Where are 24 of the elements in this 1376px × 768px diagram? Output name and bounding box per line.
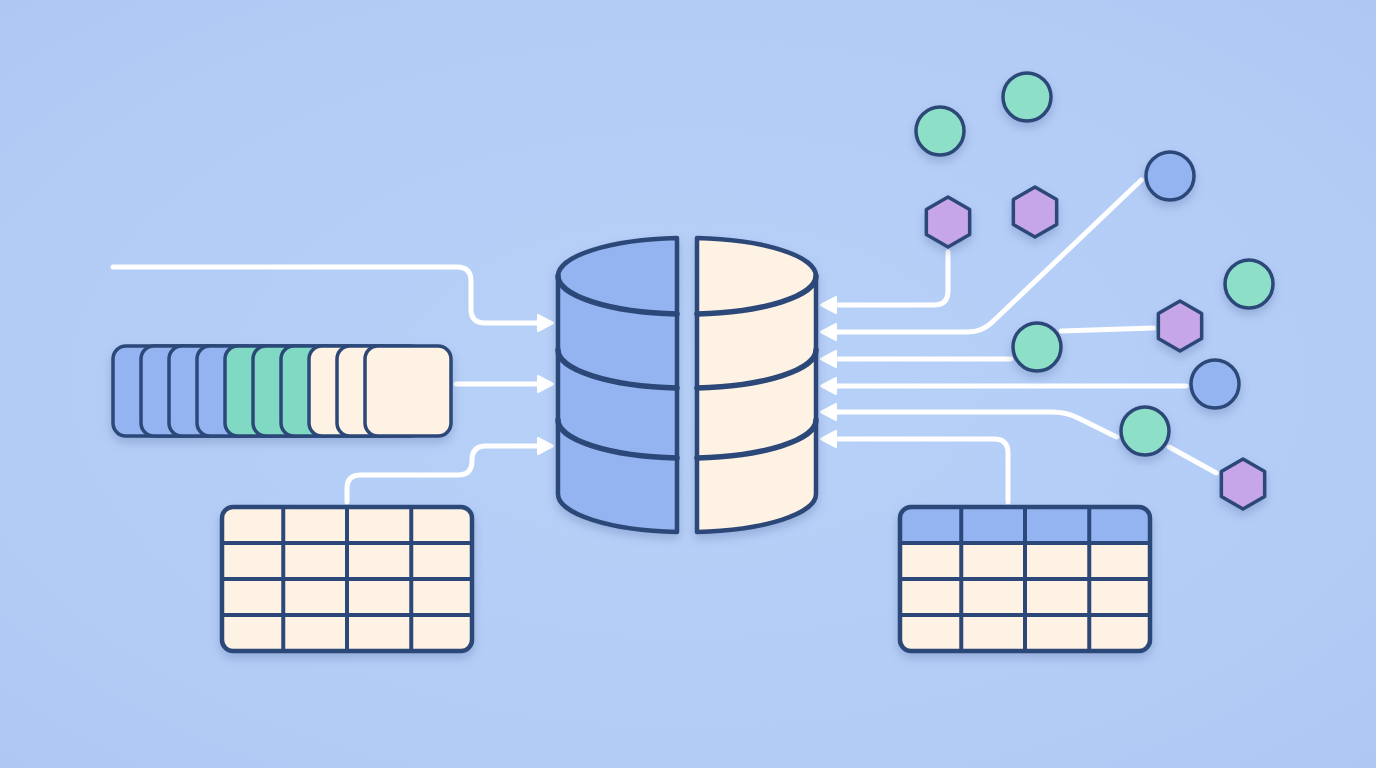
- data-point-hexagon: [922, 193, 974, 251]
- data-point-circle: [1010, 320, 1064, 374]
- connector-line: [1058, 325, 1156, 334]
- data-point-hexagon: [1217, 455, 1269, 513]
- arrow: [820, 403, 1120, 440]
- data-table: [898, 505, 1152, 653]
- arrow: [453, 375, 554, 393]
- arrow: [820, 430, 1011, 505]
- data-point-circle: [1143, 149, 1197, 203]
- arrow: [820, 177, 1144, 341]
- data-point-circle: [1000, 70, 1054, 124]
- arrow: [820, 249, 951, 314]
- data-point-hexagon: [1154, 297, 1206, 355]
- arrow: [820, 377, 1189, 395]
- arrow: [110, 264, 554, 332]
- arrow: [820, 350, 1014, 368]
- data-point-circle: [913, 104, 967, 158]
- data-table: [220, 505, 474, 653]
- data-point-circle: [1222, 257, 1276, 311]
- connector-line: [1166, 444, 1219, 476]
- data-point-circle: [1188, 357, 1242, 411]
- data-point-hexagon: [1009, 183, 1061, 241]
- record-queue: [111, 344, 453, 438]
- data-point-circle: [1118, 404, 1172, 458]
